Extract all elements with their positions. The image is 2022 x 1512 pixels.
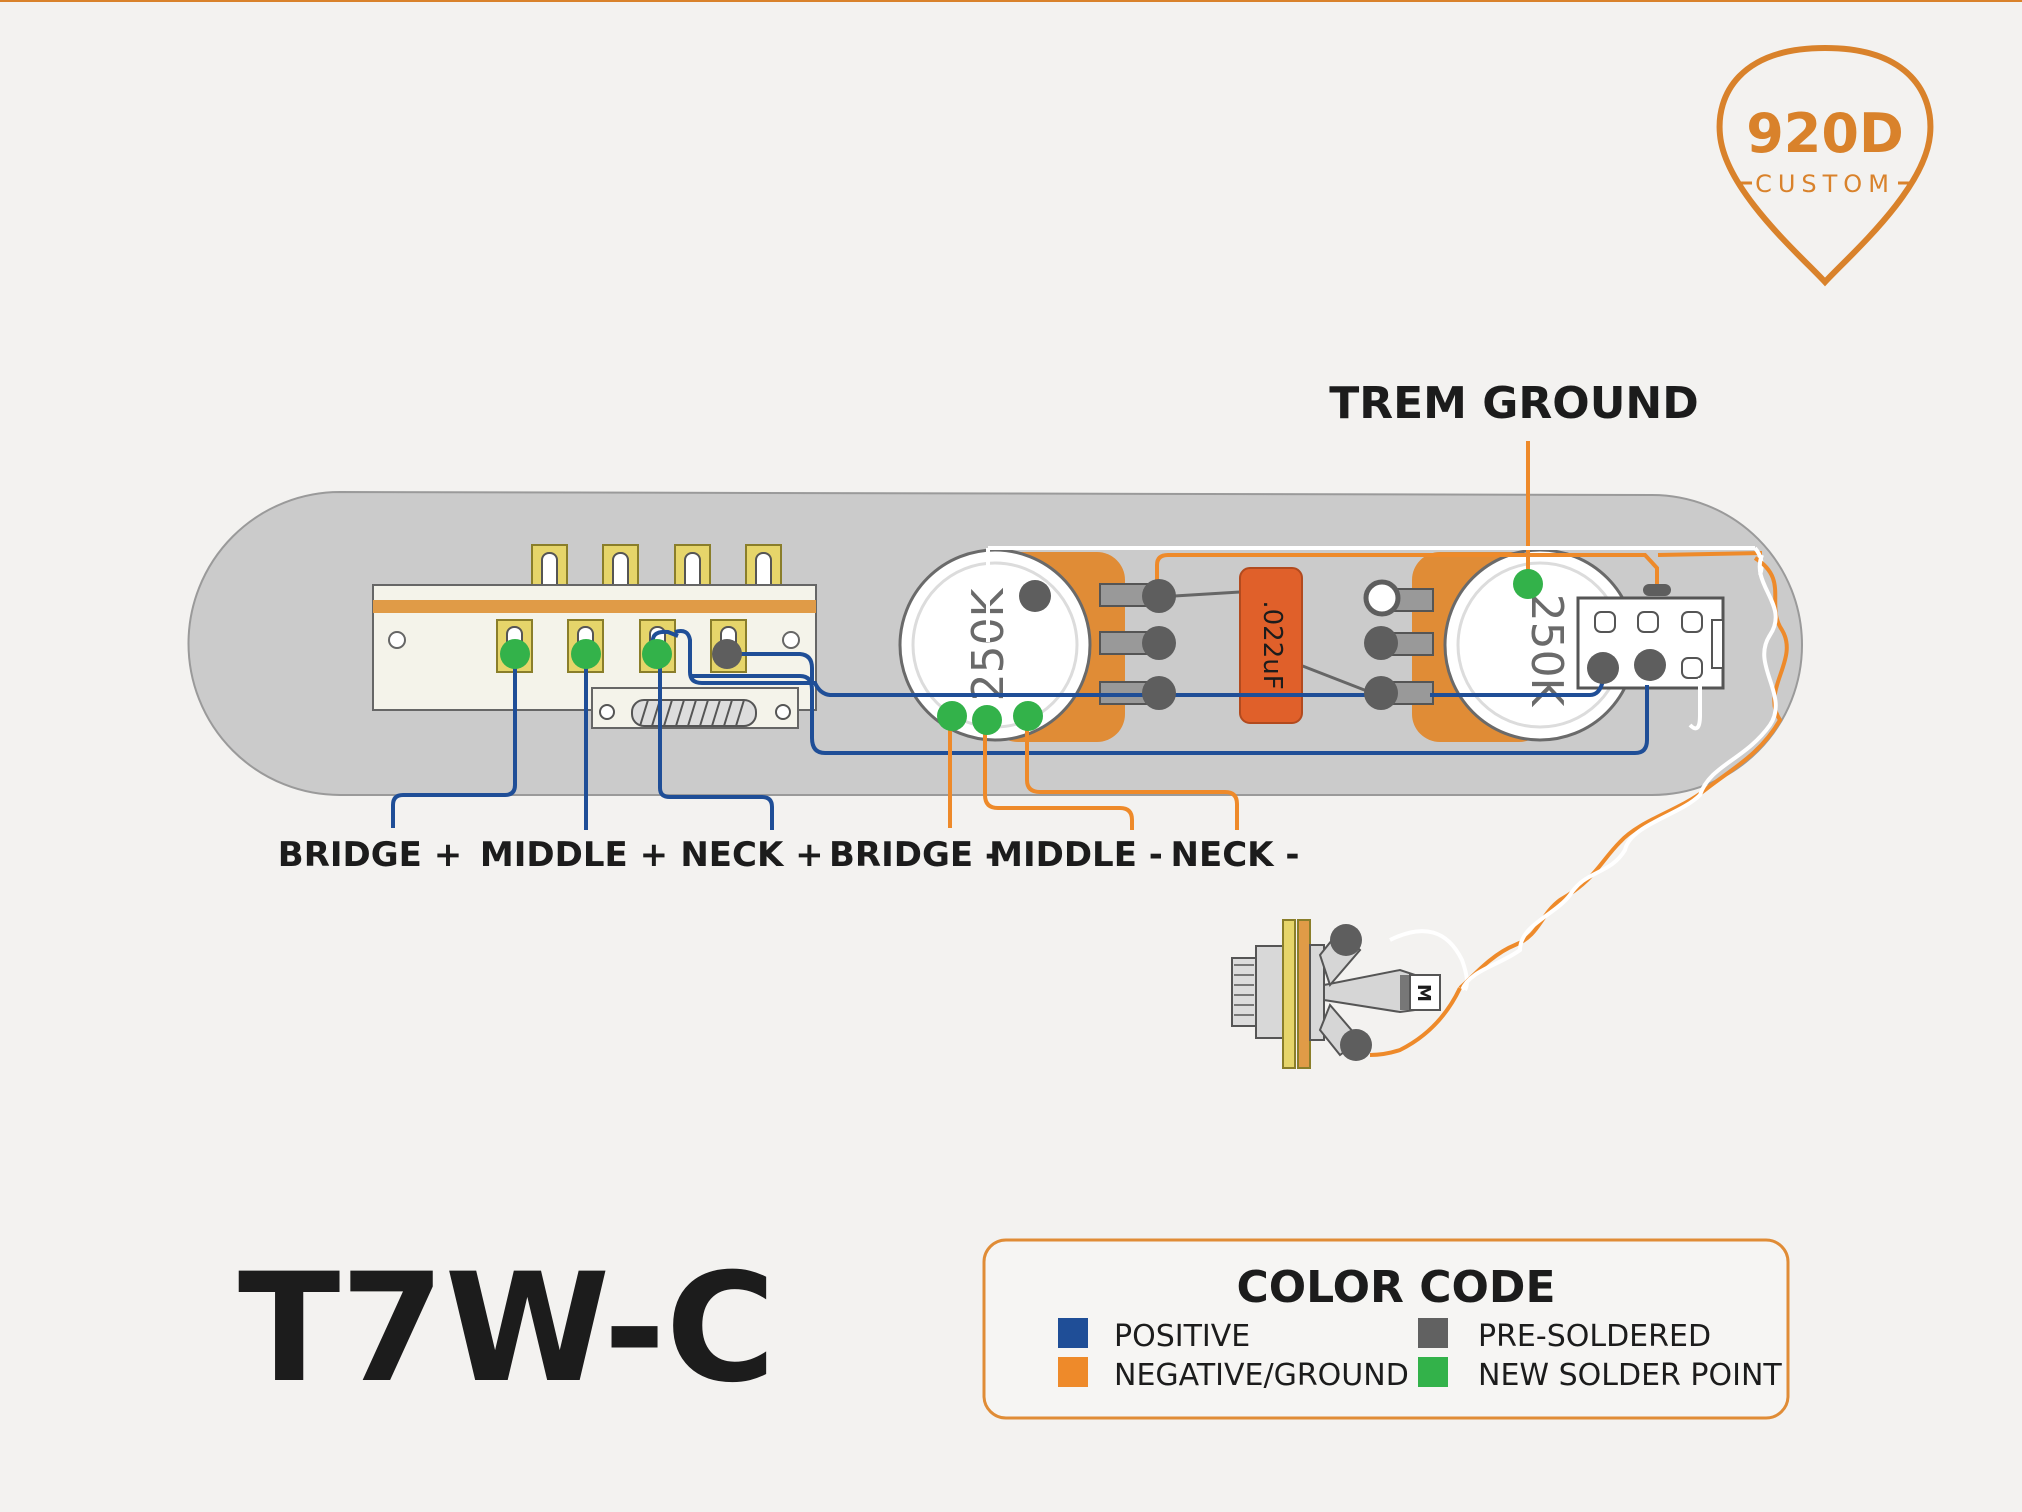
jack-cable [1369, 554, 1789, 1057]
bridge-positive-label: BRIDGE + [278, 835, 462, 875]
legend-label: NEGATIVE/GROUND [1114, 1358, 1409, 1393]
brand-name: 920D [1746, 102, 1904, 165]
color-code-legend: COLOR CODE POSITIVE PRE-SOLDERED NEGATIV… [982, 1238, 1790, 1420]
capacitor: .022uF [1157, 567, 1386, 724]
legend-label: POSITIVE [1114, 1319, 1250, 1354]
new-solder-point [642, 639, 672, 669]
white-wires [986, 546, 1764, 992]
pre-soldered-point [1363, 579, 1401, 617]
new-solder-point [1013, 701, 1043, 731]
pre-soldered-point [1364, 626, 1398, 660]
brand-logo: 920D CUSTOM [1716, 44, 1934, 287]
switch-rail [373, 600, 816, 613]
new-solder-point [937, 701, 967, 731]
legend-box [982, 1238, 1790, 1420]
pre-soldered-point [1634, 649, 1666, 681]
middle-negative-label: MIDDLE - [989, 835, 1163, 875]
new-solder-point [1513, 569, 1543, 599]
legend-label: NEW SOLDER POINT [1478, 1358, 1782, 1393]
mount-hole [388, 631, 406, 649]
middle-positive-label: MIDDLE + [480, 835, 668, 875]
new-solder-point [500, 639, 530, 669]
pre-soldered-point [1019, 580, 1051, 612]
pre-soldered-point [1142, 579, 1176, 613]
new-solder-point [972, 705, 1002, 735]
legend-swatch-new-solder [1418, 1357, 1448, 1387]
pre-soldered-point [1643, 584, 1671, 596]
legend-swatch-negative [1058, 1357, 1088, 1387]
brand-tagline: CUSTOM [1755, 170, 1895, 198]
mount-hole [782, 631, 800, 649]
solder-points [500, 569, 1671, 735]
output-jack: M [1231, 919, 1441, 1069]
neck-positive-label: NECK + [680, 835, 823, 875]
legend-swatch-pre-soldered [1418, 1318, 1448, 1348]
pot-value: 250K [1521, 594, 1572, 708]
pre-soldered-point [1587, 652, 1619, 684]
negative-wires [948, 441, 1763, 830]
jack-marking: M [1413, 984, 1434, 1002]
legend-swatch-positive [1058, 1318, 1088, 1348]
capacitor-body [1239, 567, 1303, 724]
capacitor-value: .022uF [1257, 600, 1287, 689]
pre-soldered-point [1364, 676, 1398, 710]
pre-soldered-point [1142, 626, 1176, 660]
pre-soldered-point [712, 639, 742, 669]
switch-spring [591, 687, 799, 729]
neck-negative-label: NECK - [1171, 835, 1300, 875]
legend-title: COLOR CODE [1236, 1262, 1555, 1313]
bridge-negative-label: BRIDGE - [829, 835, 999, 875]
pre-soldered-point [1142, 676, 1176, 710]
legend-label: PRE-SOLDERED [1478, 1319, 1711, 1354]
positive-wires [391, 629, 1649, 830]
trem-ground-label: TREM GROUND [1329, 378, 1699, 429]
guitar-pick-icon [1716, 44, 1934, 287]
new-solder-point [571, 639, 601, 669]
model-title: T7W-C [238, 1242, 776, 1416]
